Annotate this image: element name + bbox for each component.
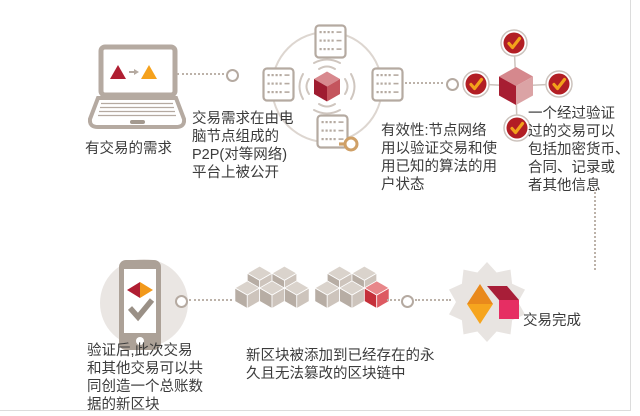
orange-diamond-bottom-icon: [467, 304, 493, 324]
cube-front-face: [499, 300, 519, 319]
connector-ring: [175, 295, 188, 308]
checkmark-icon: [127, 298, 155, 322]
orange-diamond-top-icon: [467, 284, 493, 304]
red-diamond-half-icon: [127, 282, 140, 298]
dotted-connector: [405, 82, 443, 84]
frame-border-bottom: [0, 410, 631, 411]
connector-ring: [446, 78, 459, 91]
step6-description: 新区块被添加到已经存在的永 久且无法篡改的区块链中: [246, 348, 435, 382]
arrow-right-icon: [134, 69, 139, 75]
server-icon: [371, 67, 404, 102]
home-button: [136, 337, 144, 345]
wifi-waves-icon: [298, 58, 356, 115]
orange-diamond-half-icon: [140, 282, 153, 298]
phone-verification-icon: [100, 259, 188, 350]
connector-ring: [226, 69, 239, 82]
orange-triangle-icon: [141, 65, 157, 79]
dotted-connector: [189, 299, 232, 301]
dotted-connector: [415, 299, 451, 301]
red-triangle-icon: [110, 65, 126, 79]
checkmark-badge-icon: [545, 70, 573, 98]
step5-description: 验证后,此次交易 和其他交易可以共 同创造一个总账数 据的新区块: [87, 343, 203, 413]
dotted-connector: [177, 73, 224, 75]
cube-top-face: [487, 286, 519, 300]
laptop-icon: [88, 44, 186, 129]
verified-cube-icon: [499, 67, 533, 105]
dotted-connector-vertical: [594, 189, 596, 270]
step4-description: 一个经过验证 过的交易可以 包括加密货币、 合同、记录或 者其他信息: [528, 106, 630, 194]
connector-ring: [401, 295, 414, 308]
step3-description: 有效性:节点网络 用以验证交易和使 用已知的算法的用 户状态: [381, 123, 497, 193]
frame-border-right: [630, 0, 631, 411]
server-icon: [314, 24, 347, 59]
p2p-network-icon: [262, 24, 404, 152]
checkmark-badge-icon: [500, 29, 528, 57]
verified-transaction-icon: [462, 29, 573, 142]
transaction-complete-icon: [449, 262, 525, 342]
blockchain-cubes-icon: [234, 266, 390, 310]
transaction-cube-icon: [314, 71, 340, 102]
magnifier-icon: [339, 136, 359, 152]
dotted-connector: [387, 299, 400, 301]
new-block-red-cube-icon: [363, 280, 390, 310]
server-icon: [262, 67, 295, 102]
step7-caption: 交易完成: [523, 313, 581, 329]
step2-description: 交易需求在由电 脑节点组成的 P2P(对等网络) 平台上被公开: [192, 111, 294, 181]
checkmark-badge-icon: [462, 70, 490, 98]
checkmark-badge-icon: [503, 114, 531, 142]
step1-caption: 有交易的需求: [85, 141, 172, 157]
